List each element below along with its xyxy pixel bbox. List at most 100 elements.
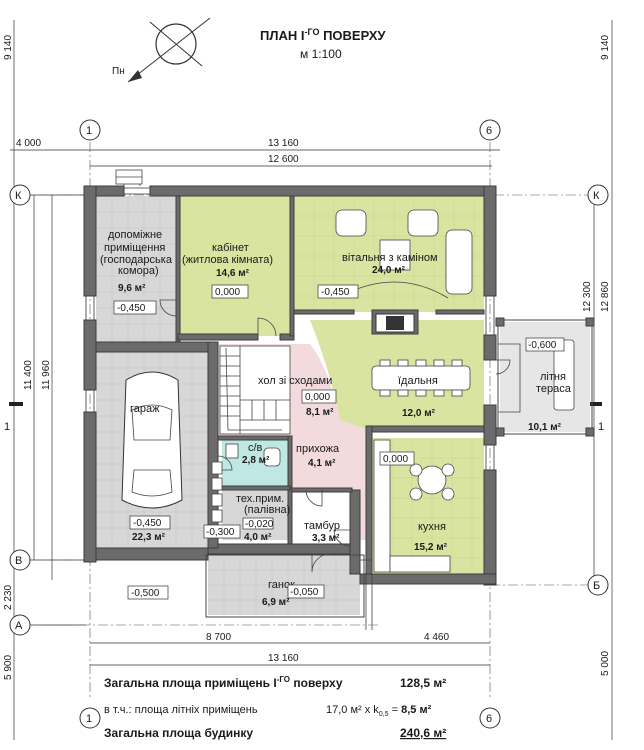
axis-label-B-left: В xyxy=(15,555,22,567)
compass-label: Пн xyxy=(112,66,125,77)
dim-left-11960: 11 960 xyxy=(41,360,52,390)
axis-label-1-top: 1 xyxy=(86,125,92,137)
room-entry-name: прихожа xyxy=(296,443,340,455)
north-compass-icon xyxy=(127,17,211,83)
top-dimensions xyxy=(10,149,500,167)
room-tech-name2: (палівна) xyxy=(244,504,290,516)
room-living-level: -0,450 xyxy=(321,287,350,298)
axis-bubble-1-top xyxy=(79,119,101,141)
level-box-aux xyxy=(113,300,157,315)
room-terrace-area: 10,1 м² xyxy=(528,422,562,433)
living-room-furniture xyxy=(335,209,473,333)
axis-label-A-left: А xyxy=(15,620,23,632)
section-marker-left-icon xyxy=(9,402,23,406)
kitchen-furniture xyxy=(373,439,455,573)
summary-total-floor-value: 128,5 м² xyxy=(400,676,446,690)
axis-bubble-6-bottom xyxy=(479,707,501,729)
section-label-right: 1 xyxy=(598,421,604,433)
room-hall-area: 8,1 м² xyxy=(306,407,334,418)
section-label-left: 1 xyxy=(4,421,10,433)
level-box-porch xyxy=(287,584,325,599)
room-porch-area: 6,9 м² xyxy=(262,597,290,608)
level-box-living xyxy=(317,284,359,299)
room-tech-area: 4,0 м² xyxy=(244,532,272,543)
plan-scale: м 1:100 xyxy=(300,47,342,61)
bathroom-fixtures xyxy=(225,443,281,467)
room-aux-name3: (господарська xyxy=(100,254,173,266)
room-wc-name: с/в xyxy=(248,442,263,454)
staircase xyxy=(219,345,291,435)
axis-bubble-K-left xyxy=(9,184,31,206)
level-box-terrace xyxy=(525,337,565,352)
dim-left-5900: 5 900 xyxy=(3,655,14,680)
axis-bubble-B-right xyxy=(587,574,609,596)
room-aux-name2: приміщення xyxy=(104,242,165,254)
axis-label-1-bottom: 1 xyxy=(86,713,92,725)
room-hall-name: хол зі сходами xyxy=(258,375,332,387)
dim-left-9140: 9 140 xyxy=(3,35,14,60)
summary-summer-calc: 17,0 м² x k0,5 = 8,5 м² xyxy=(326,704,432,718)
car-icon xyxy=(121,371,183,509)
room-aux-area: 9,6 м² xyxy=(118,283,146,294)
level-garage-door: -0,300 xyxy=(206,527,235,538)
room-dining-area: 12,0 м² xyxy=(402,408,436,419)
axis-bubble-6-top xyxy=(479,119,501,141)
dim-top-13160: 13 160 xyxy=(268,138,299,149)
level-box-kitchen xyxy=(379,451,415,466)
dim-right-12860: 12 860 xyxy=(600,281,611,312)
right-dimensions xyxy=(593,20,613,740)
level-box-garage-door xyxy=(203,524,241,539)
dim-right-9140: 9 140 xyxy=(600,35,611,60)
dining-table xyxy=(371,359,471,397)
room-living-name: вітальня з каміном xyxy=(342,252,438,264)
level-box-hall xyxy=(301,389,337,404)
room-wc-area: 2,8 м² xyxy=(242,455,270,466)
plan-title: ПЛАН I-ГО ПОВЕРХУ xyxy=(260,27,386,43)
room-hall-level: 0,000 xyxy=(305,392,330,403)
room-aux-name1: допоміжне xyxy=(108,229,162,241)
axis-bubble-1-bottom xyxy=(79,707,101,729)
windows xyxy=(85,187,495,470)
room-kitchen-level: 0,000 xyxy=(383,454,408,465)
room-terrace-name1: літня xyxy=(540,371,566,383)
room-kitchen-name: кухня xyxy=(418,521,446,533)
axis-bubble-B-left xyxy=(9,549,31,571)
room-vestibule-name: тамбур xyxy=(304,520,340,532)
bottom-dimensions xyxy=(90,642,490,666)
summary-house-value: 240,6 м² xyxy=(400,726,446,740)
axis-label-B-right: Б xyxy=(593,580,600,592)
axis-bubble-K-right xyxy=(587,184,609,206)
room-aux-name4: комора) xyxy=(118,265,159,277)
room-tech-level: -0,020 xyxy=(245,519,274,530)
room-office-level: 0,000 xyxy=(215,287,240,298)
dim-bottom-13160: 13 160 xyxy=(268,653,299,664)
room-living-area: 24,0 м² xyxy=(372,265,406,276)
dim-left-2230: 2 230 xyxy=(3,585,14,610)
room-dining-name: їдальня xyxy=(397,375,438,387)
room-kitchen-area: 15,2 м² xyxy=(414,542,448,553)
room-garage-name: гараж xyxy=(130,403,160,415)
axis-label-K-right: К xyxy=(593,190,600,202)
dim-top-4000: 4 000 xyxy=(16,138,41,149)
room-vestibule-area: 3,3 м² xyxy=(312,533,340,544)
room-garage-area: 22,3 м² xyxy=(132,532,166,543)
room-office-area: 14,6 м² xyxy=(216,268,250,279)
room-aux-level: -0,450 xyxy=(117,303,146,314)
entry-steps xyxy=(115,169,143,185)
section-marker-right-icon xyxy=(588,402,602,406)
summary-total-floor-label: Загальна площа приміщень I-ГО поверху xyxy=(104,675,343,690)
terrace xyxy=(495,317,595,437)
boiler-equipment xyxy=(211,461,223,523)
dim-bottom-8700: 8 700 xyxy=(206,632,231,643)
axis-bubble-A-left xyxy=(9,614,31,636)
summary-summer-label: в т.ч.: площа літніх приміщень xyxy=(104,704,258,716)
room-tech-name1: тех.прим. xyxy=(236,493,284,505)
axis-label-6-top: 6 xyxy=(486,125,492,137)
room-terrace-name2: тераса xyxy=(536,383,572,395)
room-entry-area: 4,1 м² xyxy=(308,458,336,469)
level-box-garage xyxy=(129,515,171,530)
level-box-yard xyxy=(127,585,169,600)
room-garage-level: -0,450 xyxy=(133,518,162,529)
level-box-office xyxy=(211,284,249,299)
